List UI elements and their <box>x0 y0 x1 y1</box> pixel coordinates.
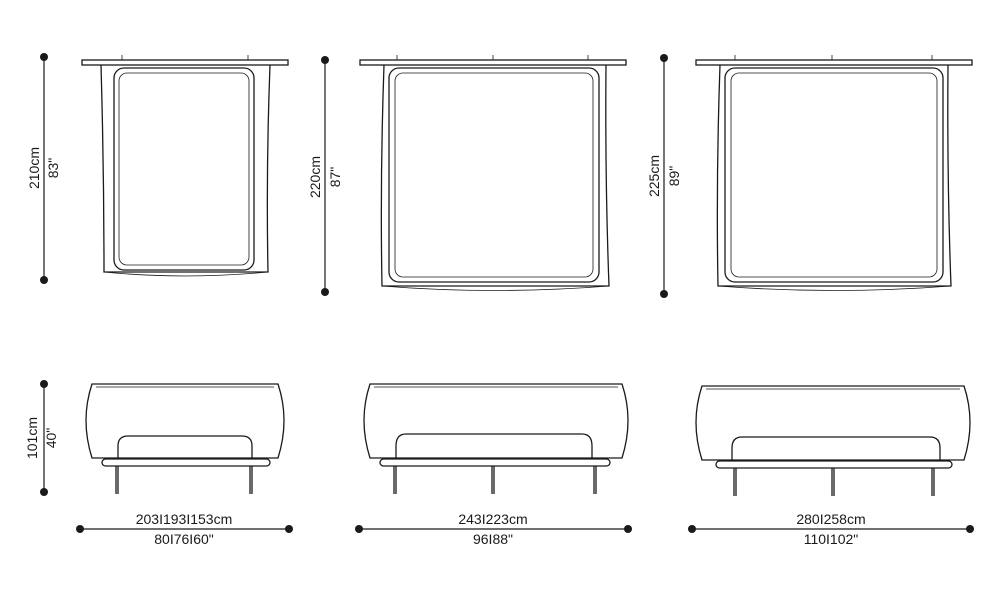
width-cm-label-1: 203I193I153cm <box>136 511 233 527</box>
width-dimension-3: 280I258cm 110I102" <box>688 511 974 547</box>
width-cm-label-3: 280I258cm <box>796 511 865 527</box>
width-dimension-1: 203I193I153cm 80I76I60" <box>76 511 293 547</box>
width-in-label-3: 110I102" <box>804 531 859 547</box>
side-height-cm-label: 101cm <box>24 417 40 459</box>
height-in-label-2: 87" <box>327 167 343 188</box>
height-dimension-3: 225cm 89" <box>646 54 682 298</box>
side-height-in-label: 40" <box>43 428 59 449</box>
bed-top-view-2 <box>359 55 627 291</box>
height-in-label-1: 83" <box>45 158 61 179</box>
height-cm-label-1: 210cm <box>26 147 42 189</box>
width-in-label-1: 80I76I60" <box>154 531 213 547</box>
bed-side-view-3 <box>695 385 971 496</box>
width-cm-label-2: 243I223cm <box>458 511 527 527</box>
bed-side-view-2 <box>363 383 629 494</box>
height-dimension-1: 210cm 83" <box>26 53 61 284</box>
height-in-label-3: 89" <box>666 166 682 187</box>
width-dimension-2: 243I223cm 96I88" <box>355 511 632 547</box>
height-cm-label-3: 225cm <box>646 155 662 197</box>
height-dimension-2: 220cm 87" <box>307 56 343 296</box>
height-cm-label-2: 220cm <box>307 156 323 198</box>
bed-top-view-3 <box>695 55 973 291</box>
bed-top-view-1 <box>81 55 289 277</box>
bed-side-view-1 <box>85 383 285 494</box>
side-height-dimension: 101cm 40" <box>24 380 59 496</box>
width-in-label-2: 96I88" <box>473 531 513 547</box>
